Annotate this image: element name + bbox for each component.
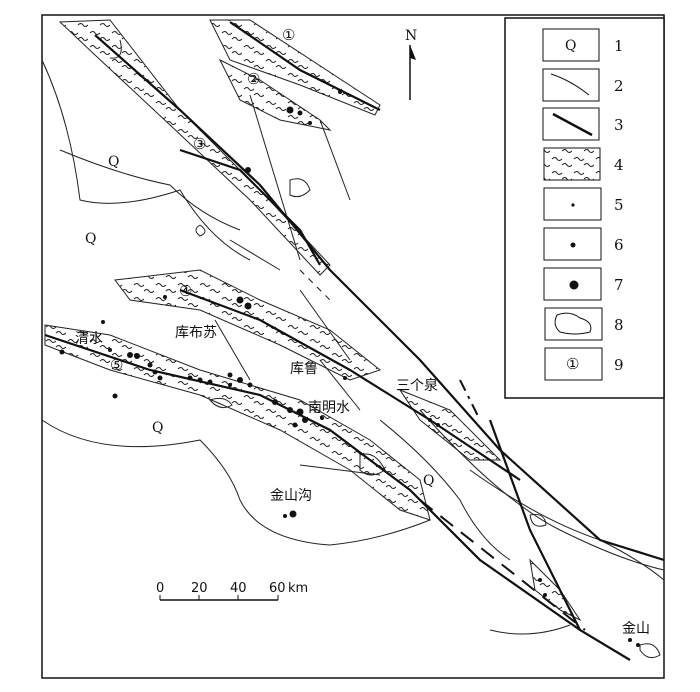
legend-item-4: 4 — [543, 147, 624, 181]
inferred-faults — [299, 269, 586, 631]
svg-text:9: 9 — [614, 356, 624, 374]
legend-item-2: 2 — [542, 68, 624, 102]
legend-item-6: 6 — [543, 227, 624, 261]
place-label-kubusu: 库布苏 — [175, 325, 217, 341]
svg-text:6: 6 — [614, 236, 624, 254]
belt-number: ① — [282, 26, 295, 44]
legend-item-5: 5 — [543, 187, 624, 221]
place-label-jinshangou: 金山沟 — [270, 488, 312, 504]
quaternary-label: Q — [85, 231, 96, 247]
place-label-qingshui: 清水 — [75, 331, 103, 347]
metamorphic-belts — [44, 19, 582, 622]
svg-text:km: km — [288, 581, 308, 596]
svg-text:60: 60 — [269, 581, 286, 596]
place-label-sangequan: 三个泉 — [396, 377, 438, 394]
svg-text:40: 40 — [230, 581, 247, 596]
place-label-nanmingshui: 南明水 — [308, 400, 350, 416]
belt-number: ② — [247, 70, 260, 88]
svg-text:3: 3 — [614, 116, 624, 134]
legend-item-8: 8 — [544, 307, 624, 341]
svg-text:4: 4 — [614, 156, 624, 174]
belt-number: ⑤ — [110, 356, 123, 374]
geologic-boundaries — [41, 39, 665, 659]
svg-text:5: 5 — [614, 196, 624, 214]
quaternary-label: Q — [152, 420, 163, 436]
belt-number: ③ — [193, 135, 206, 153]
svg-text:8: 8 — [614, 316, 624, 334]
svg-text:1: 1 — [614, 37, 624, 55]
major-faults — [44, 21, 665, 661]
svg-text:20: 20 — [191, 581, 208, 596]
ore-occurrences — [59, 90, 640, 647]
quaternary-label: Q — [423, 473, 434, 489]
scale-bar: 0 20 40 60 km — [156, 581, 308, 601]
quaternary-label: Q — [108, 154, 119, 170]
north-arrow: N — [405, 28, 417, 100]
svg-text:7: 7 — [614, 276, 624, 294]
svg-text:0: 0 — [156, 581, 164, 596]
place-label-jinshan: 金山 — [622, 621, 650, 637]
legend-item-7: 7 — [543, 267, 624, 301]
legend-item-3: 3 — [542, 107, 624, 141]
svg-text:N: N — [405, 28, 417, 44]
svg-text:Q: Q — [565, 38, 576, 54]
belt-number: ④ — [179, 282, 192, 300]
place-label-kulu: 库鲁 — [290, 361, 318, 377]
svg-text:①: ① — [566, 355, 579, 373]
svg-text:2: 2 — [614, 77, 624, 95]
